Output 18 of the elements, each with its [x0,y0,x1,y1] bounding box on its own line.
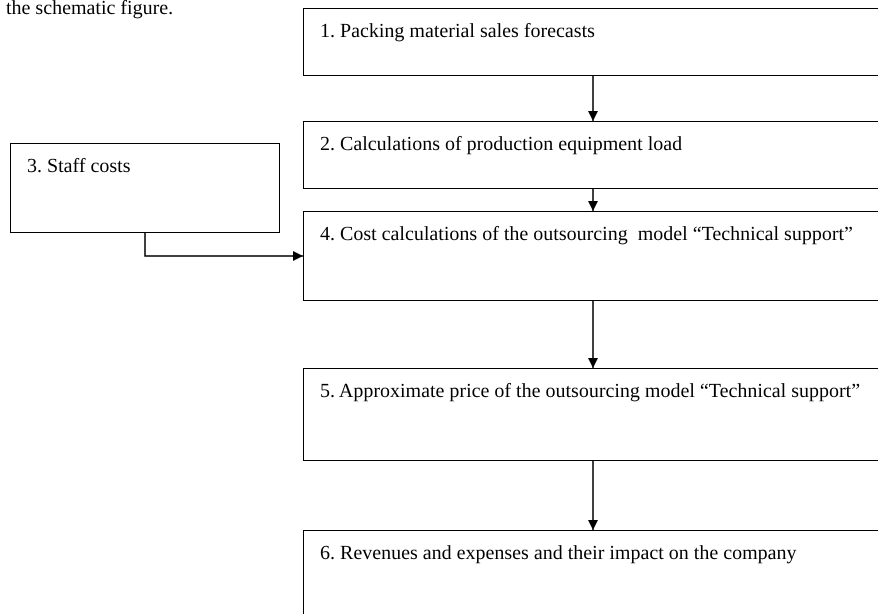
arrow [588,461,598,530]
process-box [10,143,280,233]
box-text: 5. Approximate price of the outsourcing model “Technical support” [320,379,862,404]
box-text: 2. Calculations of production equipment load [320,132,684,157]
arrow [588,189,598,211]
arrow [588,301,598,368]
arrow [144,233,303,261]
box-text: 3. Staff costs [27,154,132,179]
process-box [303,121,878,189]
box-text: 1. Packing material sales forecasts [320,19,596,44]
box-text: 6. Revenues and expenses and their impact on the company [320,541,798,566]
process-box [303,211,878,301]
box-text: 4. Cost calculations of the outsourcing model “Technical support” [320,222,854,247]
process-box [303,530,878,614]
process-box [303,8,878,76]
arrow [588,76,598,121]
note-text: the schematic figure. [6,0,174,20]
process-box [303,368,878,461]
